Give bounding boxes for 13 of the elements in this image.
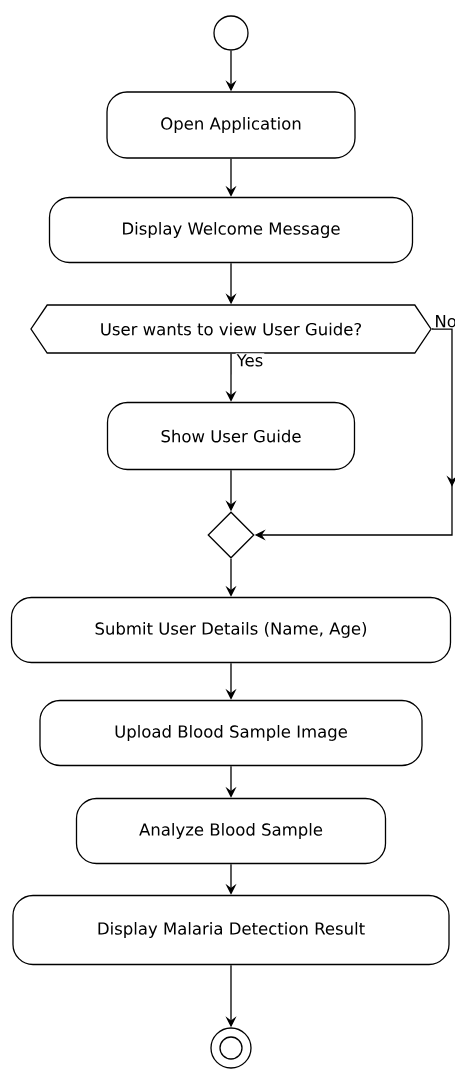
activity-box: Show User Guide [106,401,356,471]
activity-box: Display Welcome Message [48,196,414,264]
activity-box: Open Application [106,91,356,159]
decision-hexagon: User wants to view User Guide? [30,304,432,354]
activity-box: Analyze Blood Sample [75,797,387,865]
activity-box: Upload Blood Sample Image [39,699,423,767]
merge-diamond [207,511,255,559]
activity-box: Display Malaria Detection Result [12,894,450,966]
activity-box: Submit User Details (Name, Age) [10,596,452,664]
edge-label: No [433,314,455,329]
end-circle [210,1027,252,1069]
start-circle [213,15,249,51]
edge-label: Yes [235,353,265,368]
